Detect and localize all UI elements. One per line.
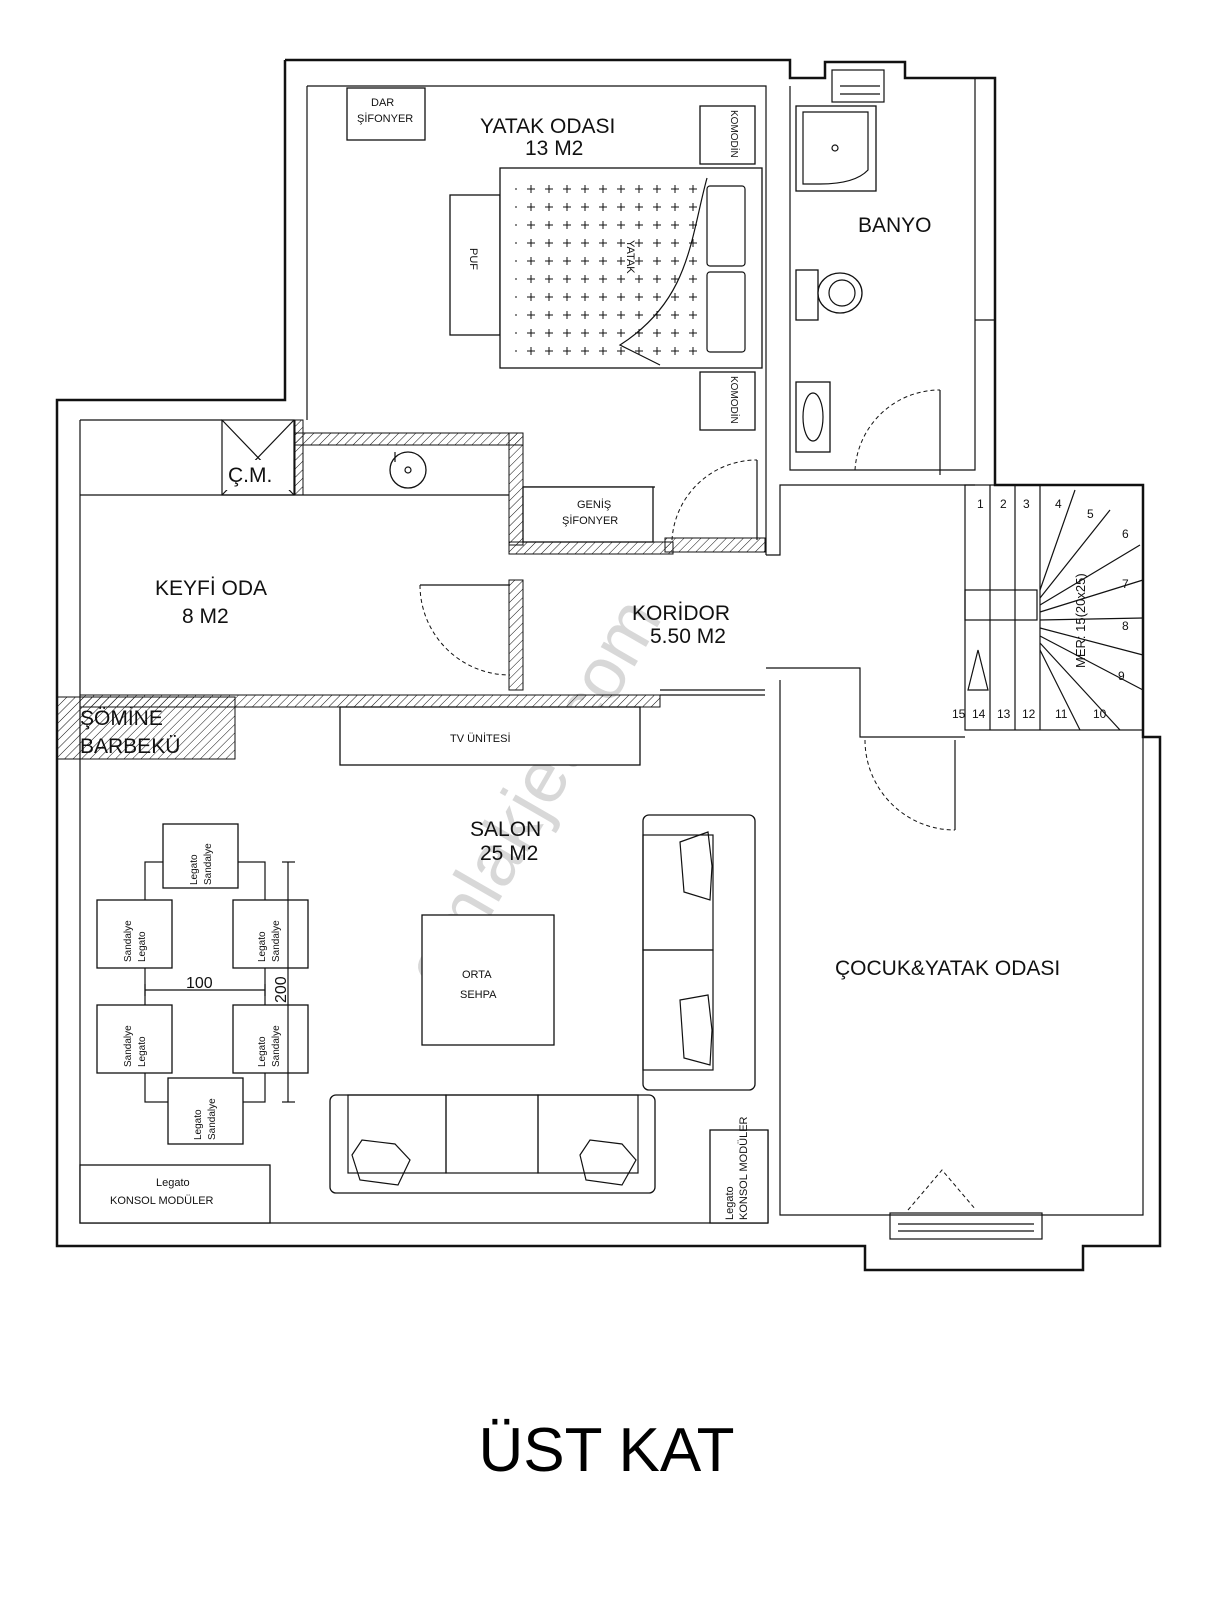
top-window [831, 69, 885, 103]
bathroom-fixtures [795, 105, 877, 453]
console-left [79, 1164, 271, 1224]
chair-label-6b: Sandalye [207, 1098, 218, 1140]
step-15: 15 [952, 707, 966, 721]
door-bedroom [671, 459, 758, 541]
chair-label-1b: Sandalye [203, 843, 214, 885]
room-laundry-name: Ç.M. [228, 464, 272, 487]
tv-unit [339, 706, 641, 766]
room-living-name: SALON [470, 818, 541, 841]
chair-label-6a: Legato [193, 1109, 204, 1140]
fireplace-line2: BARBEKÜ [80, 735, 180, 758]
chair-label-2a: Sandalye [123, 920, 134, 962]
wide-dresser [522, 486, 654, 543]
chair-label-2b: Legato [137, 931, 148, 962]
step-2: 2 [1000, 497, 1007, 511]
wall-hatch-door [664, 537, 766, 553]
room-living-area: 25 M2 [480, 842, 538, 865]
chair-label-3a: Legato [257, 931, 268, 962]
room-bedroom-area: 13 M2 [525, 137, 583, 160]
step-13: 13 [997, 707, 1011, 721]
room-leisure-area: 8 M2 [182, 605, 229, 628]
chair-labels: Legato Sandalye Sandalye Legato Legato S… [123, 843, 282, 1140]
sink [389, 451, 427, 489]
label-console-right-2: KONSOL MODÜLER [738, 1116, 750, 1220]
step-10: 10 [1093, 707, 1107, 721]
step-6: 6 [1122, 527, 1129, 541]
chair-label-3b: Sandalye [271, 920, 282, 962]
sofa-right [642, 814, 756, 1091]
step-1: 1 [977, 497, 984, 511]
step-11: 11 [1055, 707, 1068, 721]
wall-hatch-fireplace [56, 696, 236, 760]
step-9: 9 [1118, 669, 1125, 683]
label-bed: YATAK [624, 240, 636, 274]
label-tv-unit: TV ÜNİTESİ [450, 732, 511, 745]
label-small-dresser-2: ŞİFONYER [357, 112, 413, 125]
stairs-label: MER: 15(20x25) [1073, 573, 1088, 668]
room-leisure-name: KEYFİ ODA [155, 577, 267, 600]
step-7: 7 [1122, 577, 1129, 591]
step-8: 8 [1122, 619, 1129, 633]
label-nightstand-top: KOMODİN [728, 110, 741, 158]
wall-hatch-right [508, 432, 524, 546]
staircase: 1 2 3 4 5 6 7 8 9 10 11 12 13 14 15 MER:… [952, 484, 1144, 731]
room-child-name: ÇOCUK&YATAK ODASI [835, 957, 1060, 980]
chair-label-4b: Legato [137, 1036, 148, 1067]
console-right [709, 1129, 769, 1224]
label-nightstand-bottom: KOMODİN [728, 376, 741, 424]
fireplace-line1: ŞÖMİNE [80, 707, 163, 730]
step-12: 12 [1022, 707, 1036, 721]
chair-label-5a: Legato [257, 1036, 268, 1067]
chair-label-1a: Legato [189, 854, 200, 885]
label-wide-dresser-1: GENİŞ [577, 498, 611, 511]
wall-hatch-corridor [508, 541, 674, 555]
step-3: 3 [1023, 497, 1030, 511]
sofa-bottom [329, 1094, 656, 1194]
wall-hatch-top [294, 432, 524, 446]
dim-width: 100 [186, 975, 213, 992]
laundry-box [221, 419, 295, 496]
dining-set [96, 823, 309, 1145]
label-small-dresser-1: DAR [371, 97, 394, 109]
door-leisure [419, 584, 511, 676]
step-14: 14 [972, 707, 986, 721]
room-bathroom-name: BANYO [858, 214, 932, 237]
label-console-left-1: Legato [156, 1177, 190, 1189]
wall-hatch-laundry [294, 419, 304, 496]
floor-title: ÜST KAT [478, 1416, 735, 1485]
step-5: 5 [1087, 507, 1094, 521]
room-bedroom-name: YATAK ODASI [480, 115, 615, 138]
door-bathroom [854, 389, 941, 471]
label-coffee-table-1: ORTA [462, 969, 492, 981]
chair-label-5b: Sandalye [271, 1025, 282, 1067]
room-corridor-area: 5.50 M2 [650, 625, 726, 648]
room-corridor-name: KORİDOR [632, 602, 730, 625]
door-child [864, 739, 956, 831]
coffee-table [421, 914, 555, 1046]
label-pouf: PUF [467, 248, 479, 270]
step-4: 4 [1055, 497, 1062, 511]
label-wide-dresser-2: ŞİFONYER [562, 514, 618, 527]
label-console-left-2: KONSOL MODÜLER [110, 1195, 214, 1207]
bottom-window [889, 1169, 1043, 1240]
wall-hatch-leisure [508, 579, 524, 691]
label-coffee-table-2: SEHPA [460, 989, 497, 1001]
dim-length: 200 [273, 976, 290, 1003]
chair-label-4a: Sandalye [123, 1025, 134, 1067]
bedroom-furniture [346, 87, 763, 431]
label-console-right-1: Legato [724, 1186, 736, 1220]
